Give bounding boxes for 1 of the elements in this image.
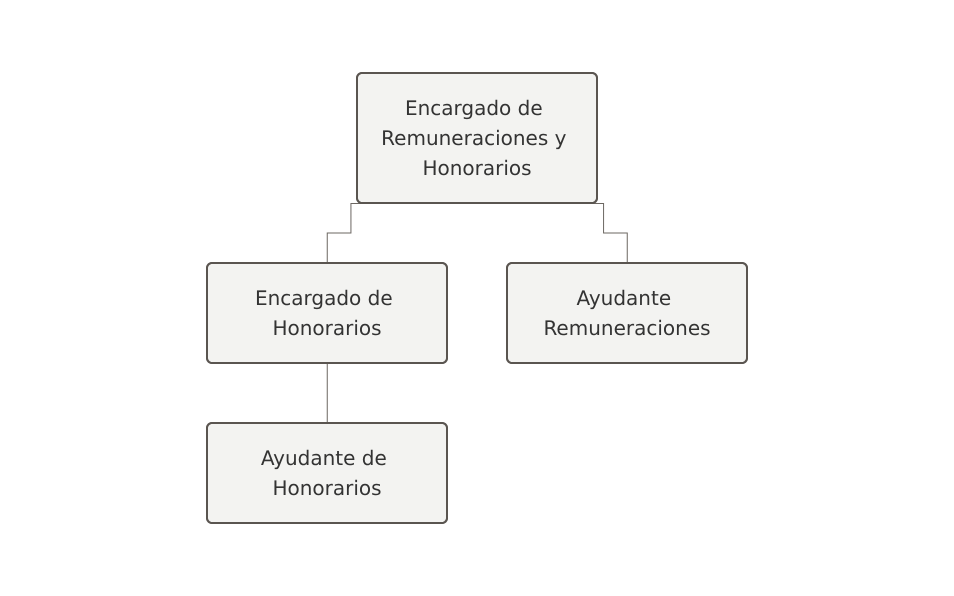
connector	[326, 363, 328, 424]
